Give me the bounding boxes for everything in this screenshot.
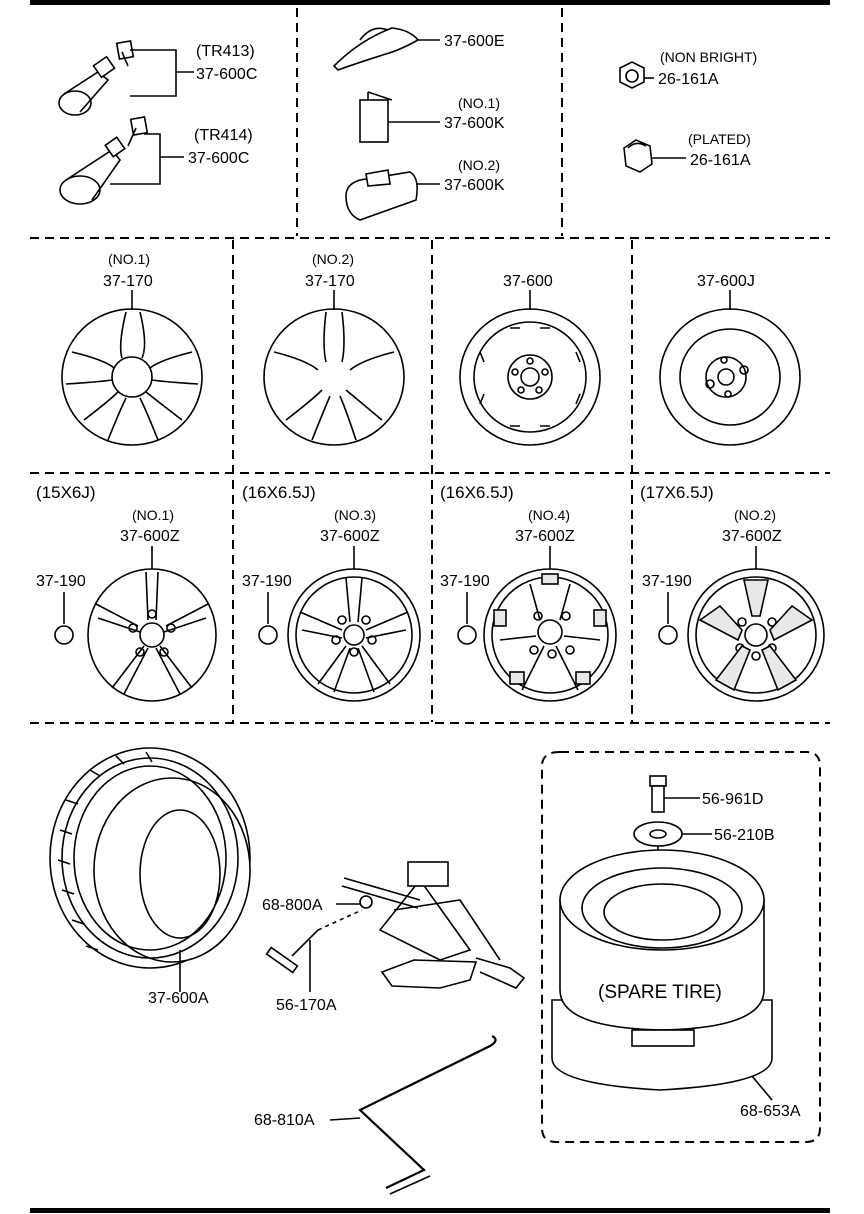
alloy-wheel-16x65j-no4-center-cap: [457, 625, 477, 645]
alloy-wheel-17x65j-cap-part-number: 37-190: [642, 573, 692, 590]
jack-handle-leader: [329, 1117, 361, 1121]
alloy-wheel-17x65j-center-cap: [658, 625, 678, 645]
spare-washer-illustration: [633, 821, 683, 847]
wheel-cover-no1-spec: (NO.1): [108, 251, 150, 267]
clip-weight-part-number: 37-600E: [444, 33, 505, 50]
steel-wheel-illustration: [459, 308, 601, 446]
spare-tire-illustration: [551, 849, 773, 1091]
steel-wheel-part-number: 37-600: [503, 273, 553, 290]
adhesive-weight-no1-part-number: 37-600K: [444, 115, 505, 132]
spare-tray-part-number: 68-653A: [740, 1103, 801, 1120]
spare-bolt-part-number: 56-961D: [702, 791, 763, 808]
valve-tr414-spec: (TR414): [194, 127, 253, 144]
adhesive-weight-no1-illustration: [359, 91, 393, 143]
valve-tr413-illustration: [58, 39, 135, 116]
alloy-wheel-16x65j-no3-size: (16X6.5J): [242, 483, 316, 502]
jack-illustration: [341, 861, 526, 989]
valve-tr413-leader: [130, 49, 194, 97]
nut-non-bright-illustration: [619, 61, 645, 89]
alloy-wheel-16x65j-no3-center-cap: [258, 625, 278, 645]
alloy-wheel-15x6j-spec: (NO.1): [132, 507, 174, 523]
jack-bolt-part-number: 56-170A: [276, 997, 337, 1014]
wheel-cover-no1-part-number: 37-170: [103, 273, 153, 290]
bottom-border: [30, 1208, 830, 1213]
alloy-wheel-16x65j-no4-spec: (NO.4): [528, 507, 570, 523]
alloy-wheel-15x6j-illustration: [87, 568, 217, 702]
wheel-cover-no2-illustration: [263, 308, 405, 446]
spare-bolt-illustration: [649, 775, 667, 813]
alloy-wheel-15x6j-part-number: 37-600Z: [120, 528, 180, 545]
alloy-wheel-16x65j-no4-cap-part-number: 37-190: [440, 573, 490, 590]
alloy-wheel-17x65j-illustration: [687, 568, 825, 702]
top-border: [30, 0, 830, 5]
tire-illustration: [49, 747, 251, 969]
alloy-wheel-16x65j-no3-spec: (NO.3): [334, 507, 376, 523]
spare-tire-group-border: [541, 751, 821, 1143]
adhesive-weight-no2-spec: (NO.2): [458, 157, 500, 173]
tire-part-number: 37-600A: [148, 990, 209, 1007]
nut-non-bright-part-number: 26-161A: [658, 71, 719, 88]
alloy-wheel-17x65j-part-number: 37-600Z: [722, 528, 782, 545]
valve-tr414-illustration: [59, 115, 149, 205]
adhesive-weight-no1-spec: (NO.1): [458, 95, 500, 111]
nut-plated-spec: (PLATED): [688, 131, 751, 147]
section-separators: [30, 8, 830, 724]
temporary-spare-wheel-illustration: [659, 308, 801, 446]
adhesive-weight-no2-illustration: [345, 169, 418, 221]
alloy-wheel-16x65j-no3-cap-part-number: 37-190: [242, 573, 292, 590]
spare-washer-part-number: 56-210B: [714, 827, 775, 844]
adhesive-weight-no2-part-number: 37-600K: [444, 177, 505, 194]
alloy-wheel-16x65j-no4-size: (16X6.5J): [440, 483, 514, 502]
alloy-wheel-16x65j-no4-part-number: 37-600Z: [515, 528, 575, 545]
valve-tr414-leader: [110, 133, 184, 185]
wheel-cover-no2-spec: (NO.2): [312, 251, 354, 267]
nut-non-bright-spec: (NON BRIGHT): [660, 49, 757, 65]
alloy-wheel-15x6j-cap-part-number: 37-190: [36, 573, 86, 590]
valve-tr414-part-number: 37-600C: [188, 150, 249, 167]
valve-tr413-part-number: 37-600C: [196, 66, 257, 83]
wheel-cover-no2-part-number: 37-170: [305, 273, 355, 290]
alloy-wheel-15x6j-center-cap: [54, 625, 74, 645]
alloy-wheel-17x65j-size: (17X6.5J): [640, 483, 714, 502]
alloy-wheel-15x6j-size: (15X6J): [36, 483, 96, 502]
jack-handle-part-number: 68-810A: [254, 1112, 315, 1129]
nut-plated-illustration: [623, 139, 653, 173]
nut-plated-part-number: 26-161A: [690, 152, 751, 169]
wheel-cover-no1-illustration: [61, 308, 203, 446]
alloy-wheel-16x65j-no3-part-number: 37-600Z: [320, 528, 380, 545]
spare-tray-leader: [751, 1075, 773, 1101]
jack-handle-illustration: [358, 1035, 497, 1195]
jack-bolt-illustration: [265, 909, 363, 974]
spare-tire-label: (SPARE TIRE): [598, 982, 722, 1003]
alloy-wheel-16x65j-no4-illustration: [483, 568, 617, 702]
temporary-spare-wheel-part-number: 37-600J: [697, 273, 755, 290]
valve-tr413-spec: (TR413): [196, 43, 255, 60]
alloy-wheel-17x65j-spec: (NO.2): [734, 507, 776, 523]
alloy-wheel-16x65j-no3-illustration: [287, 568, 421, 702]
jack-part-number: 68-800A: [262, 897, 323, 914]
clip-weight-illustration: [332, 27, 420, 71]
